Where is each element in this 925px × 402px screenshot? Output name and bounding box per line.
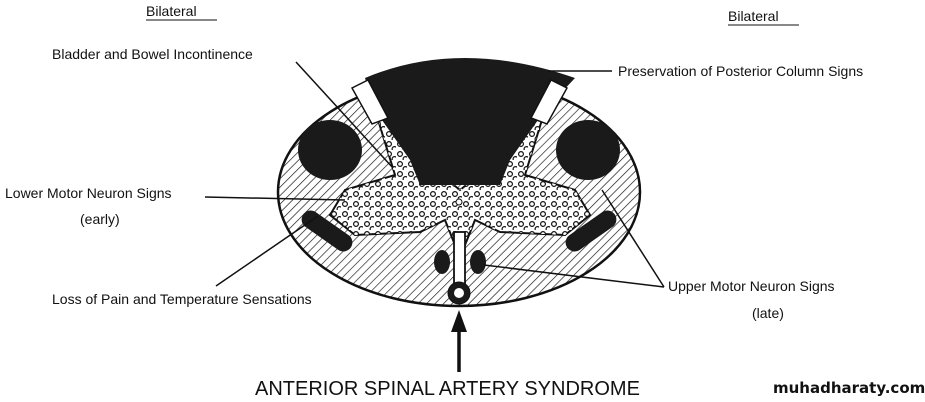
spinothalamic-left: [301, 210, 353, 252]
lateral-corticospinal-left: [298, 120, 362, 180]
bilateral-left-label: Bilateral: [146, 3, 197, 19]
dorsal-root-entry-right: [529, 79, 569, 125]
arrow-head-icon: [451, 310, 467, 332]
diagram-title: ANTERIOR SPINAL ARTERY SYNDROME: [255, 378, 640, 400]
leader-lines: [204, 61, 665, 288]
watermark: muhadharaty.com: [773, 379, 925, 397]
bilateral-right-label: Bilateral: [728, 8, 779, 24]
pain-temperature-label: Loss of Pain and Temperature Sensations: [52, 291, 312, 307]
dorsal-root-entry-left: [350, 79, 390, 125]
central-canal: [455, 198, 463, 206]
posterior-column-label: Preservation of Posterior Column Signs: [618, 63, 863, 79]
umn-label: Upper Motor Neuron Signs: [668, 278, 835, 294]
spinothalamic-right: [565, 210, 617, 252]
umn-sub-label: (late): [752, 305, 784, 321]
lmn-sub-label: (early): [80, 211, 120, 227]
lmn-label: Lower Motor Neuron Signs: [5, 185, 172, 201]
artery-lumen: [454, 288, 464, 298]
grey-matter-dotted: [330, 110, 590, 245]
anterior-corticospinal-left: [434, 250, 450, 274]
posterior-columns: [365, 58, 575, 185]
bladder-label: Bladder and Bowel Incontinence: [52, 46, 253, 62]
lateral-corticospinal-right: [556, 120, 620, 180]
anterior-corticospinal-right: [470, 250, 486, 274]
anterior-fissure: [453, 231, 466, 289]
